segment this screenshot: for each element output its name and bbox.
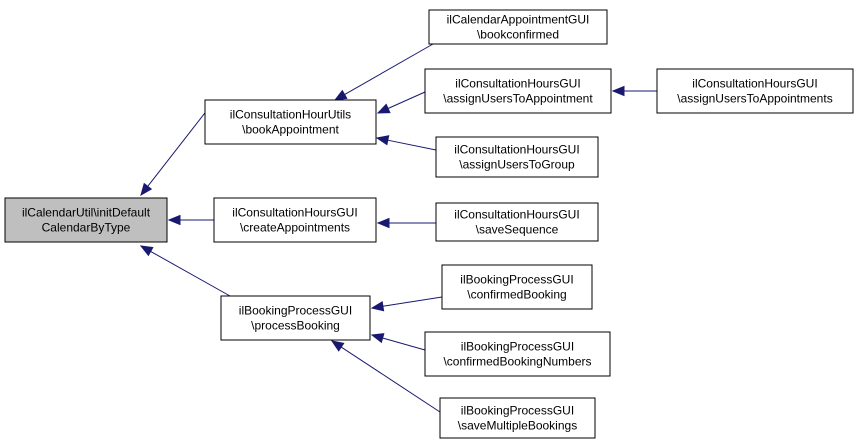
node-box[interactable] [428, 9, 608, 45]
edge-confirmed-booking-numbers-to-process-booking [370, 333, 426, 351]
node-label-line: \bookAppointment [242, 123, 339, 137]
node-box[interactable] [213, 197, 377, 243]
arrowhead [370, 300, 385, 312]
node-confirmed-booking[interactable]: ilBookingProcessGUI\confirmedBooking [441, 264, 593, 310]
edge-assign-users-to-appointments-to-assign-users-to-appointment [611, 85, 657, 97]
arrowhead [330, 340, 345, 352]
edge-process-booking-to-root [139, 245, 231, 297]
edge-line [150, 250, 231, 297]
node-bookconfirmed[interactable]: ilCalendarAppointmentGUI\bookconfirmed [428, 9, 608, 45]
edges-layer [139, 43, 657, 413]
node-process-booking[interactable]: ilBookingProcessGUI\processBooking [220, 295, 371, 341]
node-box[interactable] [656, 68, 854, 114]
node-label-line: \saveSequence [476, 223, 559, 237]
arrowhead [140, 182, 153, 197]
node-label-line: ilBookingProcessGUI [461, 404, 574, 418]
node-box[interactable] [220, 295, 371, 341]
node-assign-users-to-group[interactable]: ilConsultationHoursGUI\assignUsersToGrou… [435, 136, 599, 178]
node-label-line: \saveMultipleBookings [458, 419, 577, 433]
node-assign-users-to-appointments[interactable]: ilConsultationHoursGUI\assignUsersToAppo… [656, 68, 854, 114]
node-label-line: \assignUsersToAppointments [677, 92, 832, 106]
edge-line [382, 337, 426, 351]
edge-create-appointments-to-root [167, 214, 214, 226]
edge-line [387, 139, 437, 151]
node-label-line: ilConsultationHoursGUI [454, 143, 579, 157]
arrowhead [139, 245, 154, 257]
node-label-line: ilBookingProcessGUI [239, 304, 352, 318]
node-box[interactable] [424, 68, 612, 114]
node-label-line: ilConsultationHoursGUI [692, 77, 817, 91]
edge-assign-users-to-group-to-book-appointment [375, 135, 437, 151]
edge-line [382, 296, 443, 307]
edge-assign-users-to-appointment-to-book-appointment [376, 91, 426, 114]
node-label-line: \confirmedBookingNumbers [443, 355, 591, 369]
arrowhead [376, 217, 390, 229]
arrowhead [376, 103, 391, 114]
node-label-line: ilConsultationHoursGUI [232, 206, 357, 220]
edge-line [340, 346, 441, 413]
node-confirmed-booking-numbers[interactable]: ilBookingProcessGUI\confirmedBookingNumb… [424, 331, 611, 377]
edge-save-sequence-to-create-appointments [376, 217, 436, 229]
node-box[interactable] [441, 264, 593, 310]
arrowhead [370, 333, 385, 344]
node-label-line: \assignUsersToAppointment [443, 92, 593, 106]
arrowhead [611, 85, 625, 97]
node-book-appointment[interactable]: ilConsultationHourUtils\bookAppointment [204, 99, 377, 145]
node-label-line: \confirmedBooking [467, 288, 566, 302]
arrowhead [375, 135, 390, 146]
node-box[interactable] [204, 99, 377, 145]
edge-book-appointment-to-root [140, 99, 216, 197]
edge-line [344, 43, 434, 95]
node-label-line: \bookconfirmed [477, 28, 559, 42]
edge-confirmed-booking-to-process-booking [370, 296, 443, 312]
node-box[interactable] [424, 331, 611, 377]
node-label-line: ilConsultationHoursGUI [454, 208, 579, 222]
node-assign-users-to-appointment[interactable]: ilConsultationHoursGUI\assignUsersToAppo… [424, 68, 612, 114]
node-label-line: ilCalendarAppointmentGUI [447, 13, 590, 27]
node-label-line: ilCalendarUtil\initDefault [22, 206, 151, 220]
node-label-line: ilConsultationHoursGUI [455, 77, 580, 91]
node-save-sequence[interactable]: ilConsultationHoursGUI\saveSequence [435, 202, 599, 242]
node-box[interactable] [435, 202, 599, 242]
arrowhead [333, 89, 348, 101]
node-label-line: ilBookingProcessGUI [461, 340, 574, 354]
node-box[interactable] [435, 136, 599, 178]
node-label-line: \assignUsersToGroup [459, 158, 575, 172]
node-box[interactable] [439, 397, 596, 439]
node-label-line: CalendarByType [42, 221, 131, 235]
nodes-layer: ilCalendarUtil\initDefaultCalendarByType… [4, 9, 854, 439]
node-save-multiple-bookings[interactable]: ilBookingProcessGUI\saveMultipleBookings [439, 397, 596, 439]
node-label-line: ilBookingProcessGUI [460, 273, 573, 287]
edge-line [147, 99, 216, 187]
edge-bookconfirmed-to-book-appointment [333, 43, 434, 101]
node-label-line: \createAppointments [240, 221, 350, 235]
edge-line [387, 91, 426, 109]
node-create-appointments[interactable]: ilConsultationHoursGUI\createAppointment… [213, 197, 377, 243]
node-label-line: \processBooking [251, 319, 340, 333]
node-box[interactable] [4, 197, 168, 243]
edge-save-multiple-bookings-to-process-booking [330, 340, 441, 413]
node-label-line: ilConsultationHourUtils [230, 108, 351, 122]
arrowhead [167, 214, 181, 226]
